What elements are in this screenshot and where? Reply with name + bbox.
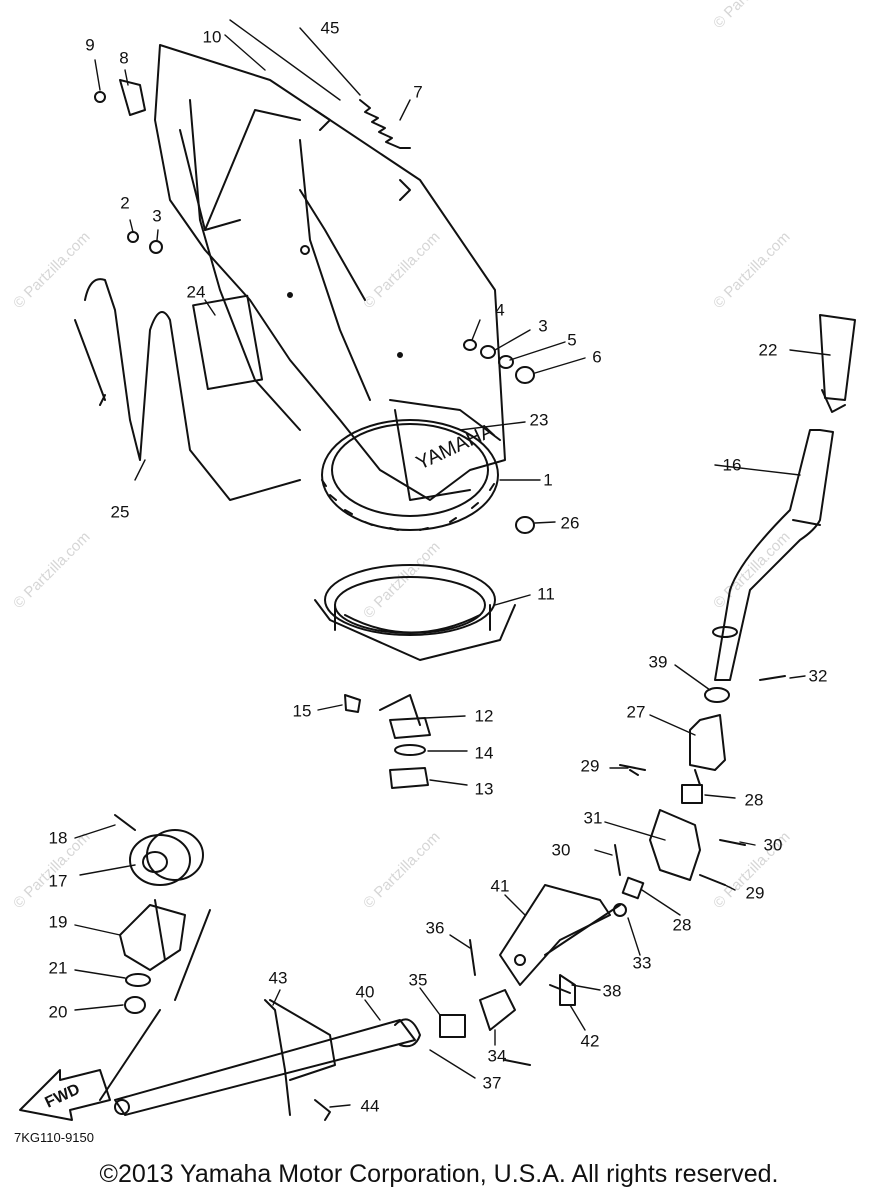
callout-label: 21: [48, 958, 68, 978]
callout-label: 22: [758, 340, 778, 360]
callout-label: 28: [672, 915, 692, 935]
callout-label: 29: [745, 883, 765, 903]
diagram-code: 7KG110-9150: [14, 1130, 94, 1145]
callout-label: 35: [408, 970, 428, 990]
callout-label: 26: [560, 513, 580, 533]
callout-label: 42: [580, 1031, 600, 1051]
callout-label: 28: [744, 790, 764, 810]
callout-label: 17: [48, 871, 68, 891]
callout-label: 5: [567, 330, 577, 350]
callout-label: 20: [48, 1002, 68, 1022]
callout-label: 19: [48, 912, 68, 932]
callout-label: 30: [763, 835, 783, 855]
bracket-41-part: [499, 884, 611, 986]
callout-label: 31: [583, 808, 603, 828]
callout-label: 1: [543, 470, 553, 490]
callout-label: 15: [292, 701, 312, 721]
callout-label: 13: [474, 779, 494, 799]
callout-label: 32: [808, 666, 828, 686]
callout-label: 33: [632, 953, 652, 973]
callout-label: 43: [268, 968, 288, 988]
spring-part: [359, 99, 411, 149]
pulley-part: [114, 814, 204, 886]
base-ring-part: [314, 564, 516, 661]
callout-label: 12: [474, 706, 494, 726]
shaft-part: [114, 999, 421, 1116]
callout-label: 4: [495, 300, 505, 320]
callout-label: 16: [722, 455, 742, 475]
callout-label: 10: [202, 27, 222, 47]
callout-label: 36: [425, 918, 445, 938]
callout-label: 37: [482, 1073, 502, 1093]
handle-grip-part: [819, 314, 856, 401]
rod-part: [84, 278, 301, 501]
bracket-19-part: [119, 904, 186, 971]
bracket-part: [119, 79, 146, 116]
callout-label: 7: [413, 82, 423, 102]
callout-label: 24: [186, 282, 206, 302]
callout-label: 39: [648, 652, 668, 672]
callout-label: 29: [580, 756, 600, 776]
callout-label: 30: [551, 840, 571, 860]
callout-label: 40: [355, 982, 375, 1002]
callout-label: 2: [120, 193, 130, 213]
chute-part: [154, 44, 506, 501]
callout-label: 25: [110, 502, 130, 522]
callout-label: 38: [602, 981, 622, 1001]
callout-label: 6: [592, 347, 602, 367]
joint-part: [649, 809, 701, 881]
callout-label: 3: [152, 206, 162, 226]
universal-joint-part: [689, 714, 726, 771]
callout-label: 44: [360, 1096, 380, 1116]
crank-rod-part: [714, 429, 834, 681]
gear-ring-part: [321, 419, 499, 531]
callout-label: 23: [529, 410, 549, 430]
callout-label: 41: [490, 876, 510, 896]
callout-label: 8: [119, 48, 129, 68]
callout-label: 9: [85, 35, 95, 55]
copyright-notice: ©2013 Yamaha Motor Corporation, U.S.A. A…: [99, 1160, 779, 1188]
callout-label: 34: [487, 1046, 507, 1066]
callout-label: 3: [538, 316, 548, 336]
fwd-arrow: [19, 1069, 111, 1121]
callout-label: 18: [48, 828, 68, 848]
callout-label: 11: [537, 584, 555, 604]
fwd-arrow-label: FWD: [43, 1081, 83, 1112]
callout-label: 27: [626, 702, 646, 722]
callout-label: 14: [474, 743, 494, 763]
callout-label: 45: [320, 18, 340, 38]
decal-panel-part: [192, 294, 264, 391]
